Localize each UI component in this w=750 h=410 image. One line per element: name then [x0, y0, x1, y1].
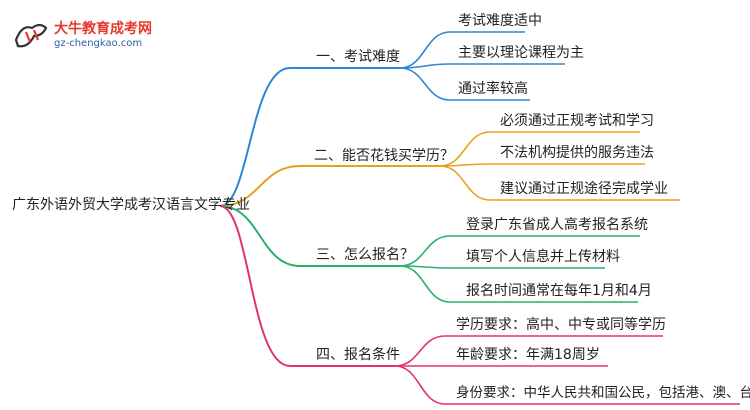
- branch-2-child-2: 不法机构提供的服务违法: [500, 145, 654, 161]
- logo: 大牛教育成考网 gz-chengkao.com: [8, 14, 168, 54]
- link-b1-c1: [399, 31, 525, 69]
- link-b3-c1: [399, 235, 640, 267]
- branch-4-label: 四、报名条件: [316, 347, 400, 363]
- link-b1-c3: [399, 67, 530, 101]
- branch-1-child-1: 考试难度适中: [458, 13, 542, 29]
- link-b1-c2: [399, 63, 565, 69]
- branch-2-label: 二、能否花钱买学历？: [314, 148, 454, 164]
- link-b4-c3: [394, 365, 740, 405]
- bull-logo-icon: [14, 23, 48, 48]
- branch-1-child-2: 主要以理论课程为主: [458, 45, 584, 61]
- logo-title: 大牛教育成考网: [54, 21, 152, 37]
- link-root-branch2: [219, 165, 440, 207]
- branch-4-child-2: 年龄要求：年满18周岁: [456, 347, 600, 363]
- logo-url: gz-chengkao.com: [54, 38, 143, 49]
- branch-1-label: 一、考试难度: [316, 49, 400, 65]
- link-b2-c2: [439, 163, 645, 167]
- link-b3-c2: [399, 265, 605, 269]
- link-b2-c3: [439, 165, 680, 201]
- branch-2-child-3: 建议通过正规途径完成学业: [500, 181, 668, 197]
- branch-3-child-3: 报名时间通常在每年1月和4月: [466, 283, 652, 299]
- branch-3-label: 三、怎么报名？: [316, 247, 414, 263]
- branch-3-child-1: 登录广东省成人高考报名系统: [466, 217, 648, 233]
- branch-3-child-2: 填写个人信息并上传材料: [466, 249, 620, 265]
- branch-1-child-3: 通过率较高: [458, 81, 528, 97]
- link-b3-c3: [399, 265, 638, 303]
- link-b2-c1: [439, 131, 640, 167]
- branch-4-child-1: 学历要求：高中、中专或同等学历: [456, 317, 666, 333]
- link-b4-c1: [394, 335, 663, 367]
- root-node: 广东外语外贸大学成考汉语言文学专业: [12, 197, 250, 213]
- link-root-branch3: [219, 205, 400, 267]
- branch-4-child-3: 身份要求：中华人民共和国公民，包括港、澳、台同胞: [456, 385, 750, 401]
- link-root-branch4: [219, 205, 395, 367]
- branch-2-child-1: 必须通过正规考试和学习: [500, 113, 654, 129]
- link-root-branch1: [219, 67, 400, 207]
